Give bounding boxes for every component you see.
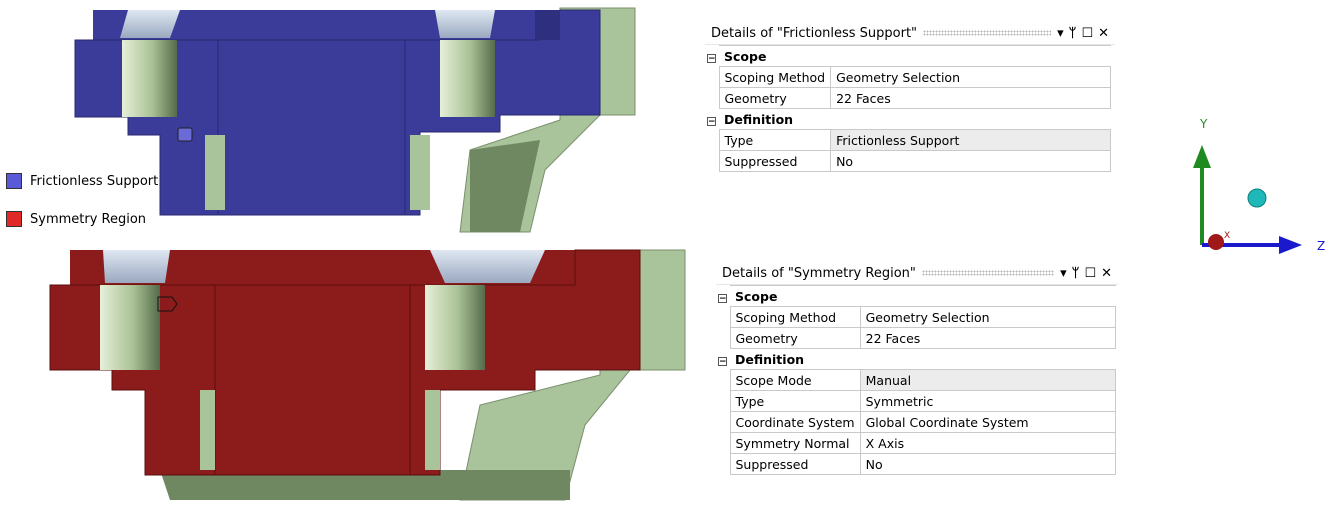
hole-top-left bbox=[120, 10, 180, 38]
pin-icon[interactable]: ᛘ bbox=[1068, 25, 1077, 41]
table-row[interactable]: Scoping Method Geometry Selection bbox=[716, 306, 1117, 328]
x-axis-label: X bbox=[1224, 231, 1230, 241]
section-scope[interactable]: − Scope bbox=[716, 285, 1116, 307]
details-panel-symmetry-region: Details of "Symmetry Region" ▾ ᛘ ☐ ✕ − S… bbox=[716, 262, 1118, 475]
collapse-icon[interactable]: − bbox=[707, 116, 716, 127]
row-value[interactable]: Frictionless Support bbox=[830, 129, 1111, 151]
row-label: Symmetry Normal bbox=[729, 432, 861, 454]
frictionless-support-geometry-view[interactable] bbox=[0, 0, 640, 235]
table-row[interactable]: Suppressed No bbox=[705, 150, 1111, 172]
close-icon[interactable]: ✕ bbox=[1101, 265, 1112, 281]
legend-label: Frictionless Support bbox=[30, 173, 159, 189]
legend-label: Symmetry Region bbox=[30, 211, 147, 227]
table-row[interactable]: Scope Mode Manual bbox=[716, 369, 1117, 391]
row-value[interactable]: Geometry Selection bbox=[830, 66, 1111, 88]
section-title: Definition bbox=[730, 348, 1116, 370]
row-value[interactable]: Geometry Selection bbox=[859, 306, 1117, 328]
section-title: Scope bbox=[730, 285, 1116, 307]
iso-view-ball[interactable] bbox=[1247, 188, 1267, 208]
row-label: Scoping Method bbox=[729, 306, 861, 328]
row-value[interactable]: Global Coordinate System bbox=[859, 411, 1117, 433]
row-value[interactable]: X Axis bbox=[859, 432, 1117, 454]
row-label: Type bbox=[729, 390, 861, 412]
details-table: − Scope Scoping Method Geometry Selectio… bbox=[705, 45, 1111, 172]
details-panel-header: Details of "Frictionless Support" ▾ ᛘ ☐ … bbox=[705, 22, 1115, 45]
table-row[interactable]: Geometry 22 Faces bbox=[705, 87, 1111, 109]
row-label: Suppressed bbox=[718, 150, 832, 172]
section-scope[interactable]: − Scope bbox=[705, 45, 1111, 67]
section-title: Scope bbox=[719, 45, 1111, 67]
section-definition[interactable]: − Definition bbox=[705, 108, 1111, 130]
collapse-icon[interactable]: − bbox=[718, 356, 727, 367]
section-title: Definition bbox=[719, 108, 1111, 130]
section-definition[interactable]: − Definition bbox=[716, 348, 1116, 370]
details-panel-title: Details of "Symmetry Region" bbox=[722, 265, 916, 281]
legend-item-frictionless-support: Frictionless Support bbox=[6, 173, 158, 189]
row-label: Type bbox=[718, 129, 832, 151]
dotted-grip[interactable] bbox=[921, 270, 1055, 276]
dropdown-icon[interactable]: ▾ bbox=[1060, 265, 1067, 281]
coordinate-triad[interactable]: Y Z X bbox=[1180, 110, 1340, 270]
row-label: Coordinate System bbox=[729, 411, 861, 433]
legend-swatch-blue bbox=[6, 173, 22, 189]
maximize-icon[interactable]: ☐ bbox=[1081, 25, 1094, 41]
y-axis-arrow bbox=[1193, 145, 1211, 168]
row-label: Suppressed bbox=[729, 453, 861, 475]
z-axis-label: Z bbox=[1317, 239, 1325, 253]
details-table: − Scope Scoping Method Geometry Selectio… bbox=[716, 285, 1117, 475]
row-label: Scope Mode bbox=[729, 369, 861, 391]
collapse-icon[interactable]: − bbox=[707, 53, 716, 64]
collapse-icon[interactable]: − bbox=[718, 293, 727, 304]
pin-icon[interactable]: ᛘ bbox=[1071, 265, 1080, 281]
table-row[interactable]: Scoping Method Geometry Selection bbox=[705, 66, 1111, 88]
close-icon[interactable]: ✕ bbox=[1098, 25, 1109, 41]
table-row[interactable]: Coordinate System Global Coordinate Syst… bbox=[716, 411, 1117, 433]
legend-swatch-red bbox=[6, 211, 22, 227]
symmetry-region-geometry-view[interactable] bbox=[0, 245, 690, 505]
row-value[interactable]: No bbox=[859, 453, 1117, 475]
maximize-icon[interactable]: ☐ bbox=[1084, 265, 1097, 281]
row-value[interactable]: 22 Faces bbox=[859, 327, 1117, 349]
details-panel-frictionless-support: Details of "Frictionless Support" ▾ ᛘ ☐ … bbox=[705, 22, 1115, 172]
details-panel-header: Details of "Symmetry Region" ▾ ᛘ ☐ ✕ bbox=[716, 262, 1118, 285]
legend-item-symmetry-region: Symmetry Region bbox=[6, 211, 146, 227]
z-axis-arrow bbox=[1279, 236, 1302, 254]
x-axis-dot bbox=[1208, 234, 1224, 250]
details-panel-title: Details of "Frictionless Support" bbox=[711, 25, 918, 41]
table-row[interactable]: Type Frictionless Support bbox=[705, 129, 1111, 151]
table-row[interactable]: Type Symmetric bbox=[716, 390, 1117, 412]
table-row[interactable]: Symmetry Normal X Axis bbox=[716, 432, 1117, 454]
row-value[interactable]: Symmetric bbox=[859, 390, 1117, 412]
row-label: Scoping Method bbox=[718, 66, 832, 88]
row-value[interactable]: No bbox=[830, 150, 1111, 172]
table-row[interactable]: Suppressed No bbox=[716, 453, 1117, 475]
y-axis-label: Y bbox=[1199, 117, 1208, 131]
row-value[interactable]: 22 Faces bbox=[830, 87, 1111, 109]
row-label: Geometry bbox=[729, 327, 861, 349]
table-row[interactable]: Geometry 22 Faces bbox=[716, 327, 1117, 349]
dotted-grip[interactable] bbox=[923, 30, 1052, 36]
row-value[interactable]: Manual bbox=[859, 369, 1117, 391]
row-label: Geometry bbox=[718, 87, 832, 109]
dropdown-icon[interactable]: ▾ bbox=[1057, 25, 1064, 41]
